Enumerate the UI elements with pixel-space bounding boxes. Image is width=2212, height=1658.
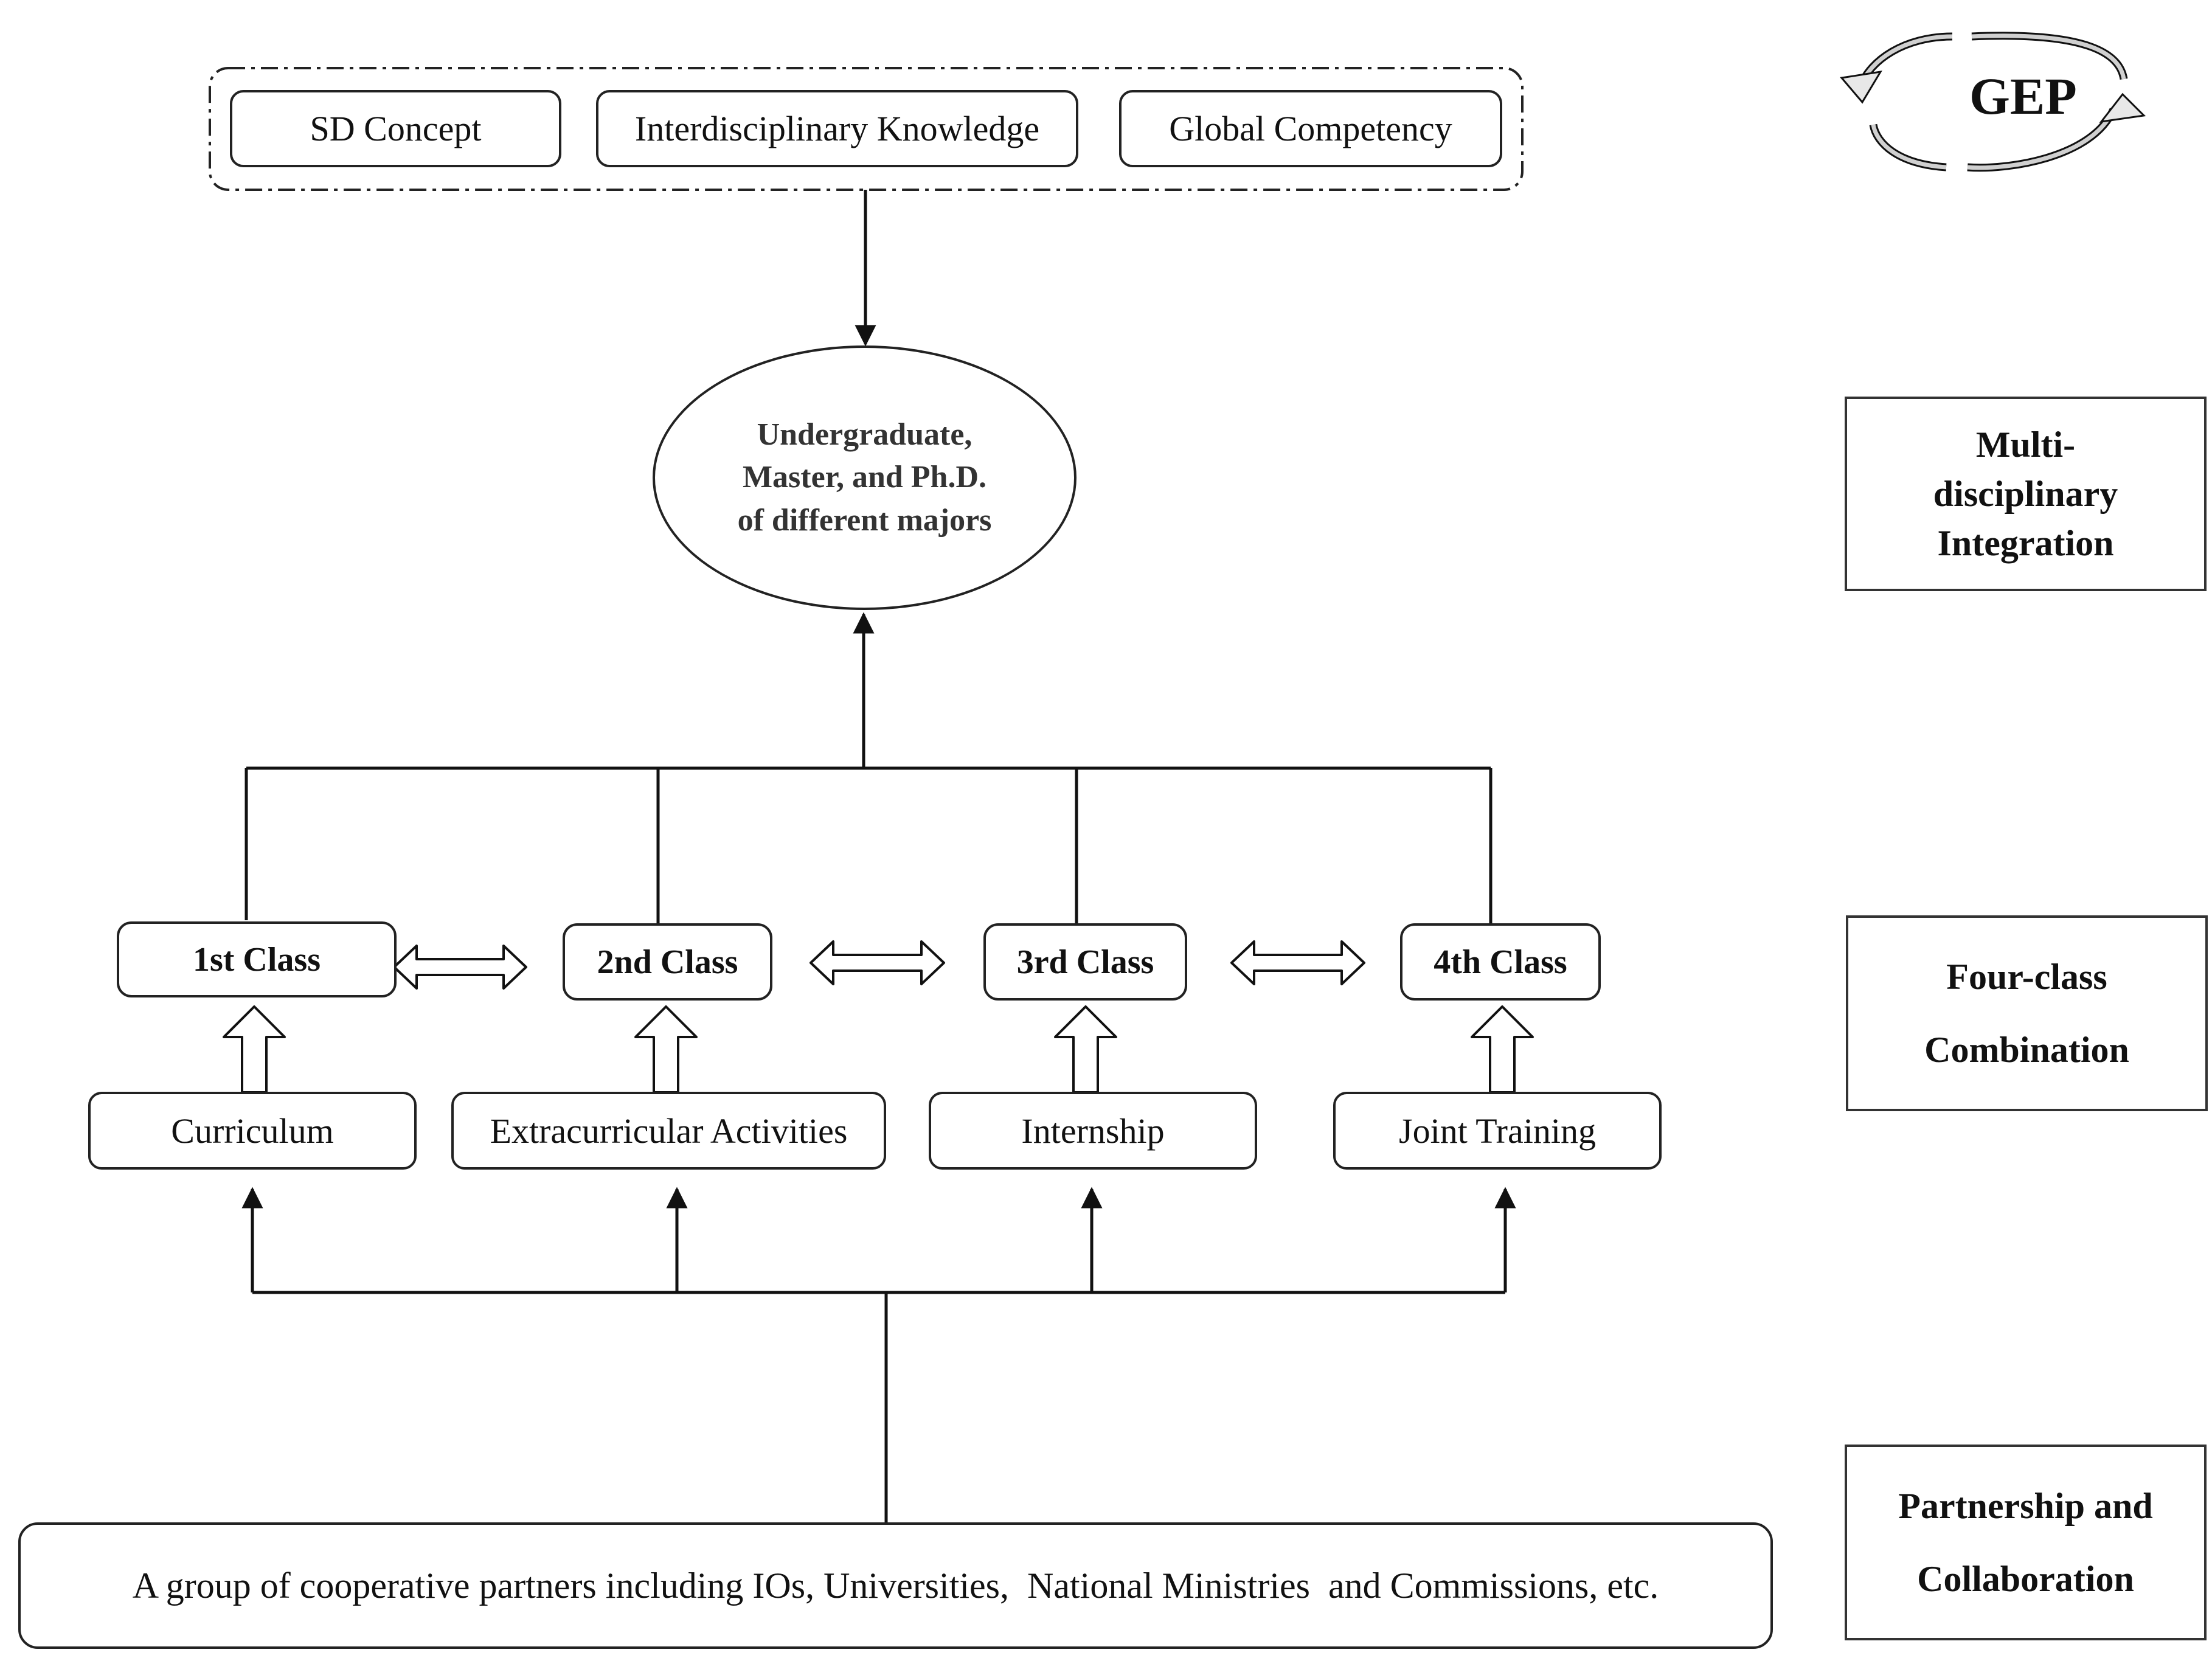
goals-group-frame xyxy=(209,67,1524,191)
class-1: 1st Class xyxy=(117,921,397,997)
students-line-2: Master, and Ph.D. xyxy=(742,460,987,495)
hollow-arrow-internship xyxy=(1054,1005,1117,1094)
class-3: 3rd Class xyxy=(983,923,1187,1001)
goal-global-competency: Global Competency xyxy=(1119,90,1502,167)
source-joint-training: Joint Training xyxy=(1333,1092,1662,1170)
students-line-3: of different majors xyxy=(737,502,992,538)
hollow-arrow-extracurricular xyxy=(634,1005,698,1094)
side-partnership-line-2: Collaboration xyxy=(1917,1559,2134,1599)
side-four-line-1: Four-class xyxy=(1946,957,2107,997)
double-arrow-1-2 xyxy=(393,945,527,990)
side-multi-line-1: Multi- xyxy=(1975,424,2076,465)
source-extracurricular-activities: Extracurricular Activities xyxy=(451,1092,886,1170)
gep-cycle-icon xyxy=(1840,32,2146,172)
double-arrow-2-3 xyxy=(810,940,945,985)
side-multi-line-2: disciplinary xyxy=(1933,473,2118,514)
goal-sd-concept: SD Concept xyxy=(230,90,561,167)
side-label-multidisciplinary-integration: Multi- disciplinary Integration xyxy=(1845,397,2207,591)
double-arrow-3-4 xyxy=(1230,940,1365,985)
goal-interdisciplinary-knowledge: Interdisciplinary Knowledge xyxy=(596,90,1078,167)
partners-box: A group of cooperative partners includin… xyxy=(18,1522,1773,1649)
side-four-line-2: Combination xyxy=(1924,1030,2129,1070)
students-line-1: Undergraduate, xyxy=(757,417,973,453)
hollow-arrow-joint-training xyxy=(1471,1005,1534,1094)
class-2: 2nd Class xyxy=(563,923,772,1001)
side-partnership-line-1: Partnership and xyxy=(1898,1486,2153,1526)
class-4: 4th Class xyxy=(1400,923,1601,1001)
side-multi-line-3: Integration xyxy=(1937,522,2114,563)
side-label-partnership-collaboration: Partnership and Collaboration xyxy=(1845,1445,2207,1640)
source-internship: Internship xyxy=(929,1092,1257,1170)
gep-label: GEP xyxy=(1969,67,2077,125)
hollow-arrow-curriculum xyxy=(223,1005,286,1094)
students-ellipse: Undergraduate, Master, and Ph.D. of diff… xyxy=(653,345,1077,610)
side-label-four-class-combination: Four-class Combination xyxy=(1846,915,2208,1111)
source-curriculum: Curriculum xyxy=(88,1092,417,1170)
